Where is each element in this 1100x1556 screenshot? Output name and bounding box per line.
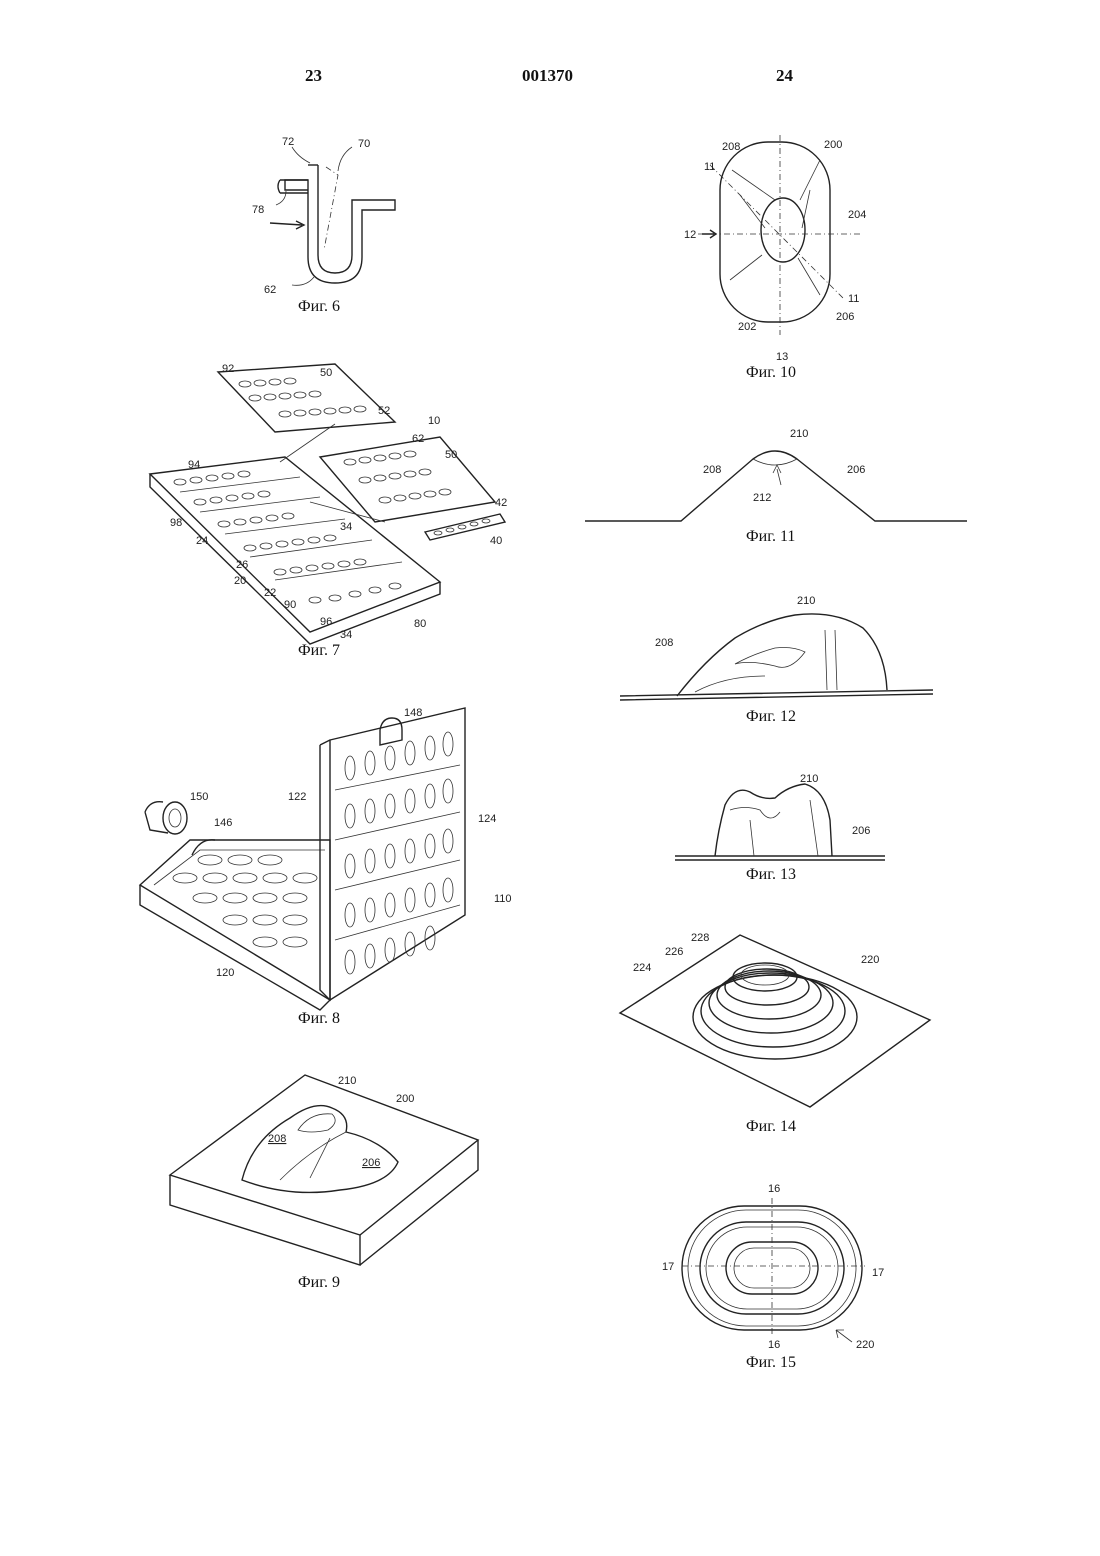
fig8-label-122: 122 [288, 791, 306, 803]
fig7-label-62: 62 [412, 433, 424, 445]
fig15-label-220: 220 [856, 1339, 874, 1351]
fig7-label-22: 22 [264, 587, 276, 599]
fig10-label-12: 12 [684, 229, 696, 241]
figure-9-caption: Фиг. 9 [298, 1274, 340, 1292]
fig10-label-208: 208 [722, 141, 740, 153]
fig7-label-98: 98 [170, 517, 182, 529]
fig14-label-224: 224 [633, 962, 651, 974]
fig10-label-204: 204 [848, 209, 866, 221]
fig11-label-210: 210 [790, 428, 808, 440]
right-page-number: 24 [776, 66, 793, 86]
figure-15-caption: Фиг. 15 [746, 1354, 796, 1372]
figure-11-caption: Фиг. 11 [746, 528, 795, 546]
figure-10-caption: Фиг. 10 [746, 364, 796, 382]
fig7-label-40: 40 [490, 535, 502, 547]
figure-6-drawing: 72 70 78 62 [240, 125, 410, 295]
figure-14-caption: Фиг. 14 [746, 1118, 796, 1136]
fig11-label-212: 212 [753, 492, 771, 504]
fig10-label-11: 11 [704, 161, 715, 173]
fig7-label-34b: 34 [340, 629, 352, 641]
fig9-label-200: 200 [396, 1093, 414, 1105]
fig7-label-26: 26 [236, 559, 248, 571]
figure-12-caption: Фиг. 12 [746, 708, 796, 726]
figure-12-drawing: 210 208 [615, 590, 940, 705]
fig7-label-24: 24 [196, 535, 208, 547]
fig8-label-148: 148 [404, 707, 422, 719]
figure-14-drawing: 228 226 224 220 [615, 925, 935, 1115]
fig7-label-42: 42 [495, 497, 507, 509]
fig13-label-210: 210 [800, 773, 818, 785]
fig15-label-17b: 17 [872, 1267, 884, 1279]
fig8-label-124: 124 [478, 813, 496, 825]
fig7-label-34: 34 [340, 521, 352, 533]
figure-7-caption: Фиг. 7 [298, 642, 340, 660]
fig7-label-50: 50 [320, 367, 332, 379]
fig9-label-210: 210 [338, 1075, 356, 1087]
fig15-label-16: 16 [768, 1183, 780, 1195]
figure-13-caption: Фиг. 13 [746, 866, 796, 884]
fig9-label-208: 208 [268, 1133, 286, 1145]
fig12-label-208: 208 [655, 637, 673, 649]
fig10-label-200: 200 [824, 139, 842, 151]
fig10-label-206: 206 [836, 311, 854, 323]
fig6-label-70: 70 [358, 138, 370, 150]
figure-11-drawing: 210 208 206 212 [585, 425, 970, 525]
fig8-label-110: 110 [494, 893, 512, 905]
fig10-label-13: 13 [776, 351, 788, 363]
figure-13-drawing: 210 206 [670, 770, 890, 865]
left-page-number: 23 [305, 66, 322, 86]
fig8-label-150: 150 [190, 791, 208, 803]
fig7-label-50b: 50 [445, 449, 457, 461]
fig13-label-206: 206 [852, 825, 870, 837]
fig7-label-96: 96 [320, 616, 332, 628]
figure-7-drawing: 92 50 52 10 94 62 50 42 98 34 24 40 26 2… [140, 362, 520, 642]
fig9-label-206: 206 [362, 1157, 380, 1169]
figure-8-drawing: 148 150 122 146 124 110 120 [130, 700, 520, 1010]
fig10-label-202: 202 [738, 321, 756, 333]
fig14-label-228: 228 [691, 932, 709, 944]
figure-8-caption: Фиг. 8 [298, 1010, 340, 1028]
fig8-label-120: 120 [216, 967, 234, 979]
fig7-label-80: 80 [414, 618, 426, 630]
fig15-label-17: 17 [662, 1261, 674, 1273]
fig6-label-78: 78 [252, 204, 264, 216]
fig7-label-90: 90 [284, 599, 296, 611]
fig7-label-20: 20 [234, 575, 246, 587]
fig7-label-94: 94 [188, 459, 200, 471]
figure-6-caption: Фиг. 6 [298, 298, 340, 316]
fig7-label-52: 52 [378, 405, 390, 417]
fig14-label-226: 226 [665, 946, 683, 958]
figure-15-drawing: 16 17 17 16 220 [660, 1180, 890, 1350]
fig11-label-208: 208 [703, 464, 721, 476]
document-number: 001370 [522, 66, 573, 86]
fig6-label-72: 72 [282, 136, 294, 148]
fig15-label-16b: 16 [768, 1339, 780, 1351]
fig14-label-220: 220 [861, 954, 879, 966]
fig6-label-62: 62 [264, 284, 276, 296]
figure-10-drawing: 208 200 11 204 12 11 206 202 13 [680, 130, 880, 365]
fig8-label-146: 146 [214, 817, 232, 829]
fig7-label-10: 10 [428, 415, 440, 427]
fig12-label-210: 210 [797, 595, 815, 607]
figure-9-drawing: 210 200 208 206 [160, 1070, 490, 1270]
fig11-label-206: 206 [847, 464, 865, 476]
fig10-label-11b: 11 [848, 293, 859, 305]
fig7-label-92: 92 [222, 363, 234, 375]
